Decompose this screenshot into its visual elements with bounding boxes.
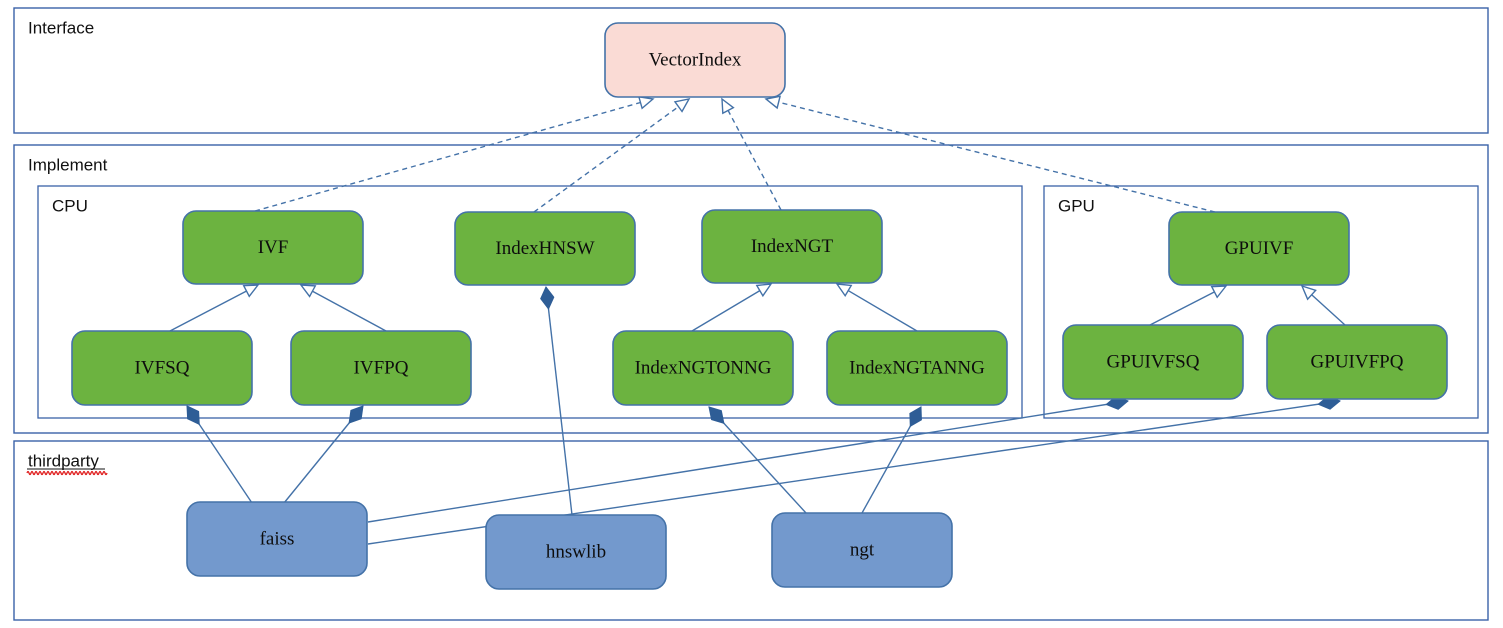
edge-ngt-to-indexngtanng [861,406,922,514]
edge-indexngtonng-to-indexngt [691,283,773,332]
node-ivfsq[interactable]: IVFSQ [71,330,253,406]
node-ivf[interactable]: IVF [182,210,364,285]
edge-line [708,406,807,514]
edge-line [533,104,681,213]
frame-label-interface: Interface [28,18,94,37]
node-label-faiss: faiss [260,528,295,549]
frame-label-gpu: GPU [1058,196,1095,215]
node-indexngt[interactable]: IndexNGT [701,209,883,284]
frame-label-implement: Implement [28,155,108,174]
node-label-indexngtanng: IndexNGTANNG [849,357,985,378]
node-box-ngt[interactable] [771,512,953,588]
realization-arrowhead-icon [673,98,691,113]
node-box-indexhnsw[interactable] [454,211,636,286]
node-label-indexhnsw: IndexHNSW [495,238,594,259]
edge-ngt-to-indexngtonng [708,406,807,514]
node-box-ivfpq[interactable] [290,330,472,406]
node-faiss[interactable]: faiss [186,501,368,577]
frame-cpu: CPU [37,185,1023,419]
edge-indexngt-to-vectorindex [721,97,782,211]
node-box-indexngt[interactable] [701,209,883,284]
node-indexngtanng[interactable]: IndexNGTANNG [826,330,1008,406]
frame-box-thirdparty [13,440,1489,621]
node-gpuivfpq[interactable]: GPUIVFPQ [1266,324,1448,400]
edge-ivf-to-vectorindex [254,95,655,212]
realization-arrowhead-icon [721,97,735,115]
realization-arrowhead-icon [637,95,655,110]
node-gpuivfsq[interactable]: GPUIVFSQ [1062,324,1244,400]
frame-label-cpu: CPU [52,196,88,215]
edge-line [776,101,1216,213]
edge-ivfpq-to-ivf [299,284,387,332]
edge-line [691,289,762,332]
node-label-ivf: IVF [258,237,289,258]
node-gpuivf[interactable]: GPUIVF [1168,211,1350,286]
frame-thirdparty: thirdparty [13,440,1489,621]
generalization-arrowhead-icon [835,283,853,298]
generalization-arrowhead-icon [242,284,260,298]
frame-gpu: GPU [1043,185,1479,419]
node-label-indexngtonng: IndexNGTONNG [635,357,772,378]
edge-line [726,108,782,211]
node-label-ivfsq: IVFSQ [135,357,190,378]
node-box-ivf[interactable] [182,210,364,285]
node-hnswlib[interactable]: hnswlib [485,514,667,590]
composition-diamond-icon [708,406,725,424]
node-box-gpuivf[interactable] [1168,211,1350,286]
node-indexngtonng[interactable]: IndexNGTONNG [612,330,794,406]
node-indexhnsw[interactable]: IndexHNSW [454,211,636,286]
edge-faiss-to-ivfpq [283,405,364,504]
node-label-ivfpq: IVFPQ [354,357,409,378]
node-box-indexngtanng[interactable] [826,330,1008,406]
edge-hnswlib-to-indexhnsw [540,286,573,516]
node-box-ivfsq[interactable] [71,330,253,406]
composition-diamond-icon [348,405,364,424]
edge-line [310,289,387,332]
edges-layer [169,95,1346,545]
node-ngt[interactable]: ngt [771,512,953,588]
node-label-gpuivfsq: GPUIVFSQ [1107,351,1200,372]
node-box-vectorindex[interactable] [604,22,786,98]
frame-box-cpu [37,185,1023,419]
generalization-arrowhead-icon [299,284,317,298]
generalization-arrowhead-icon [1210,285,1228,299]
node-label-ngt: ngt [850,539,875,560]
edge-line [254,101,643,212]
edge-line [367,400,1129,523]
edge-gpuivfsq-to-gpuivf [1149,285,1228,326]
generalization-arrowhead-icon [755,283,773,298]
edge-line [846,288,918,332]
edge-gpuivfpq-to-gpuivf [1300,284,1346,326]
node-box-indexngtonng[interactable] [612,330,794,406]
node-label-gpuivf: GPUIVF [1225,238,1294,259]
node-box-faiss[interactable] [186,501,368,577]
edge-line [1149,290,1217,326]
frame-label-thirdparty: thirdparty [28,451,99,470]
node-label-vectorindex: VectorIndex [649,49,742,70]
node-ivfpq[interactable]: IVFPQ [290,330,472,406]
edge-line [545,286,573,516]
composition-diamond-icon [909,406,922,428]
node-label-gpuivfpq: GPUIVFPQ [1311,351,1404,372]
node-vectorindex[interactable]: VectorIndex [604,22,786,98]
edge-ivfsq-to-ivf [169,284,260,332]
spellcheck-underline-icon [26,470,108,476]
generalization-arrowhead-icon [1300,284,1317,301]
node-box-gpuivfsq[interactable] [1062,324,1244,400]
frame-box-gpu [1043,185,1479,419]
node-label-indexngt: IndexNGT [751,236,834,257]
edge-line [169,289,249,332]
node-box-gpuivfpq[interactable] [1266,324,1448,400]
edge-line [1309,292,1346,326]
node-box-hnswlib[interactable] [485,514,667,590]
edge-faiss-to-ivfsq [186,405,253,504]
composition-diamond-icon [540,286,555,310]
composition-diamond-icon [186,405,200,426]
edge-indexngtanng-to-indexngt [835,283,918,332]
node-label-hnswlib: hnswlib [546,541,606,562]
edge-indexhnsw-to-vectorindex [533,98,691,213]
